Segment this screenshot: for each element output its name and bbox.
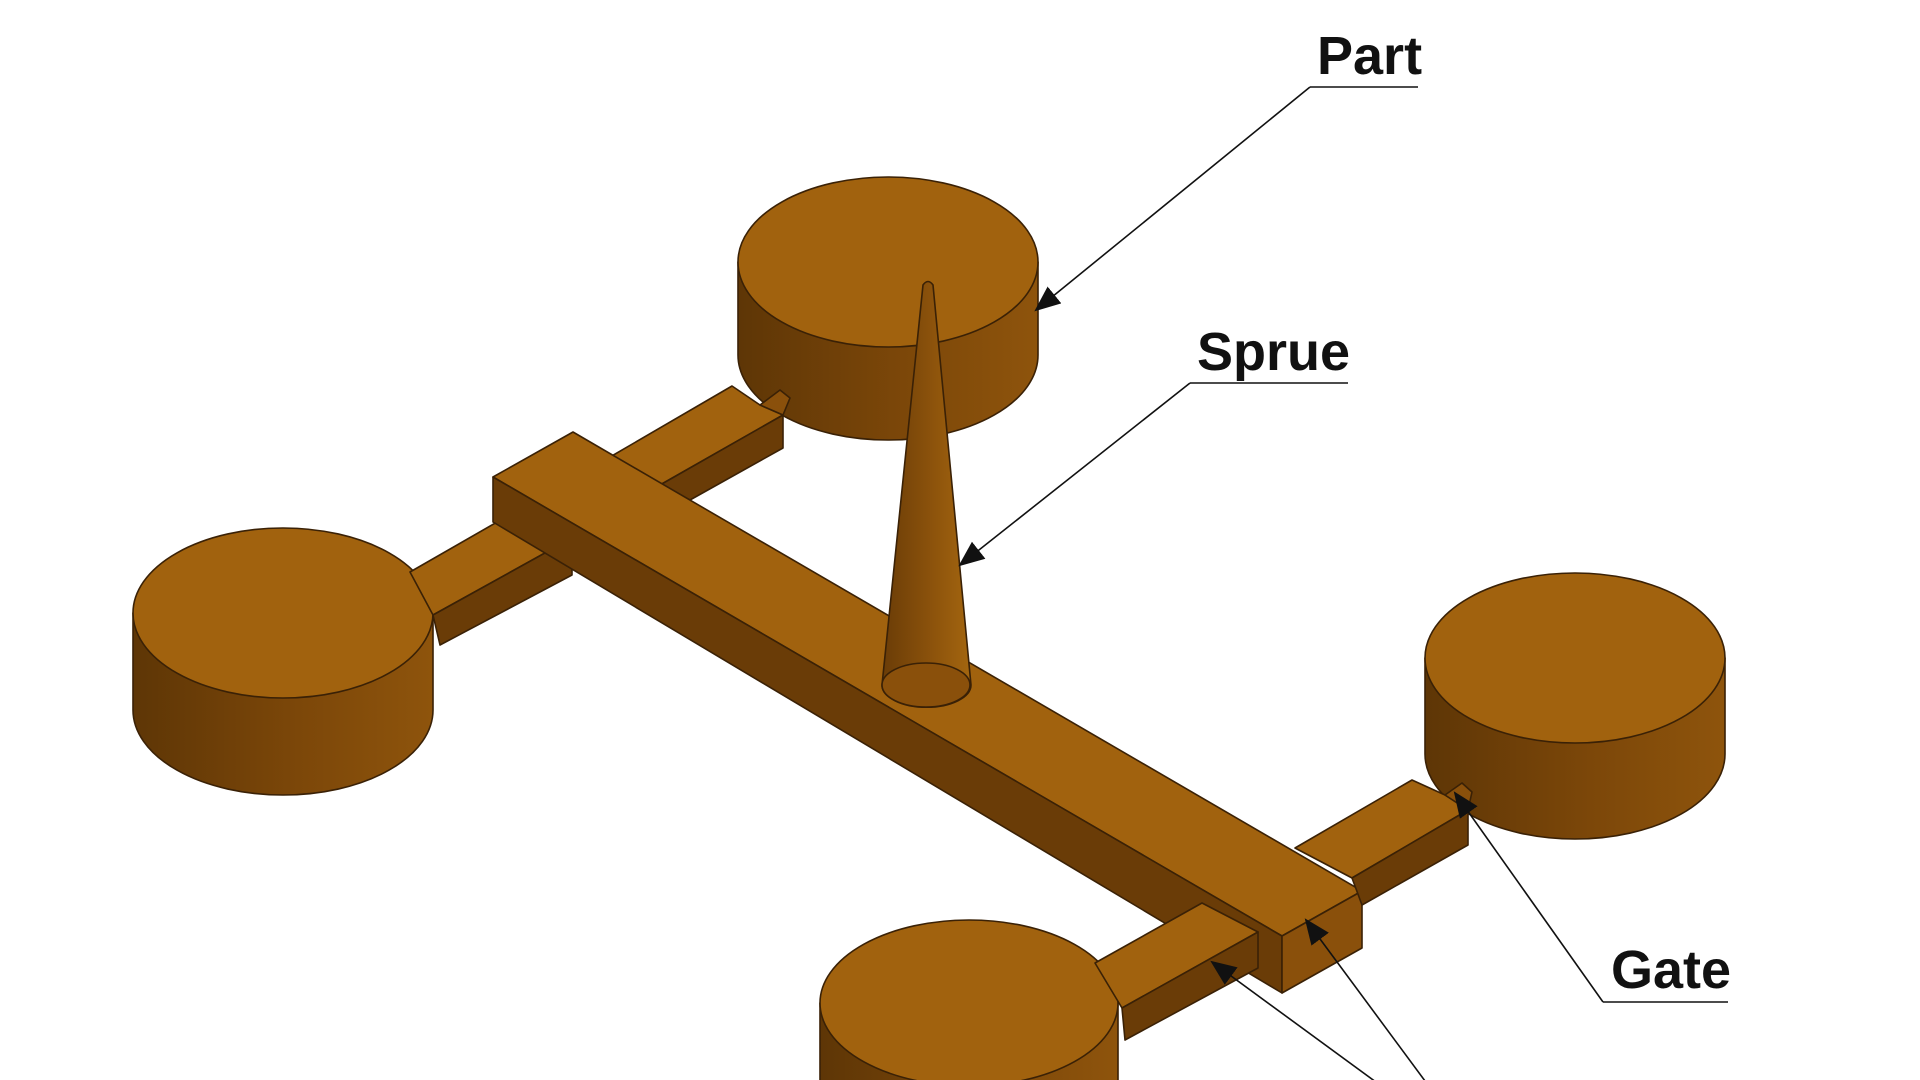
label-part: Part — [1317, 26, 1422, 86]
label-sprue: Sprue — [1197, 322, 1350, 382]
label-gate-group: Gate — [1603, 940, 1731, 1003]
gate-leader-bottom — [1210, 960, 1375, 1080]
bottom-branch-runner — [1094, 902, 1259, 1041]
sprue-leader — [958, 382, 1191, 567]
gate-leader-right — [1453, 791, 1604, 1003]
right-part — [1424, 572, 1726, 840]
part-leader — [1034, 86, 1311, 312]
label-sprue-group: Sprue — [1190, 322, 1350, 384]
left-part — [132, 527, 434, 796]
label-part-group: Part — [1310, 26, 1422, 88]
sprue-cone — [881, 280, 972, 709]
top-branch-runner — [609, 385, 791, 501]
leader-lines — [958, 86, 1604, 1080]
top-part — [737, 176, 1039, 441]
runner-leader — [1304, 918, 1426, 1080]
bottom-part — [819, 919, 1119, 1080]
label-gate: Gate — [1611, 940, 1731, 1000]
